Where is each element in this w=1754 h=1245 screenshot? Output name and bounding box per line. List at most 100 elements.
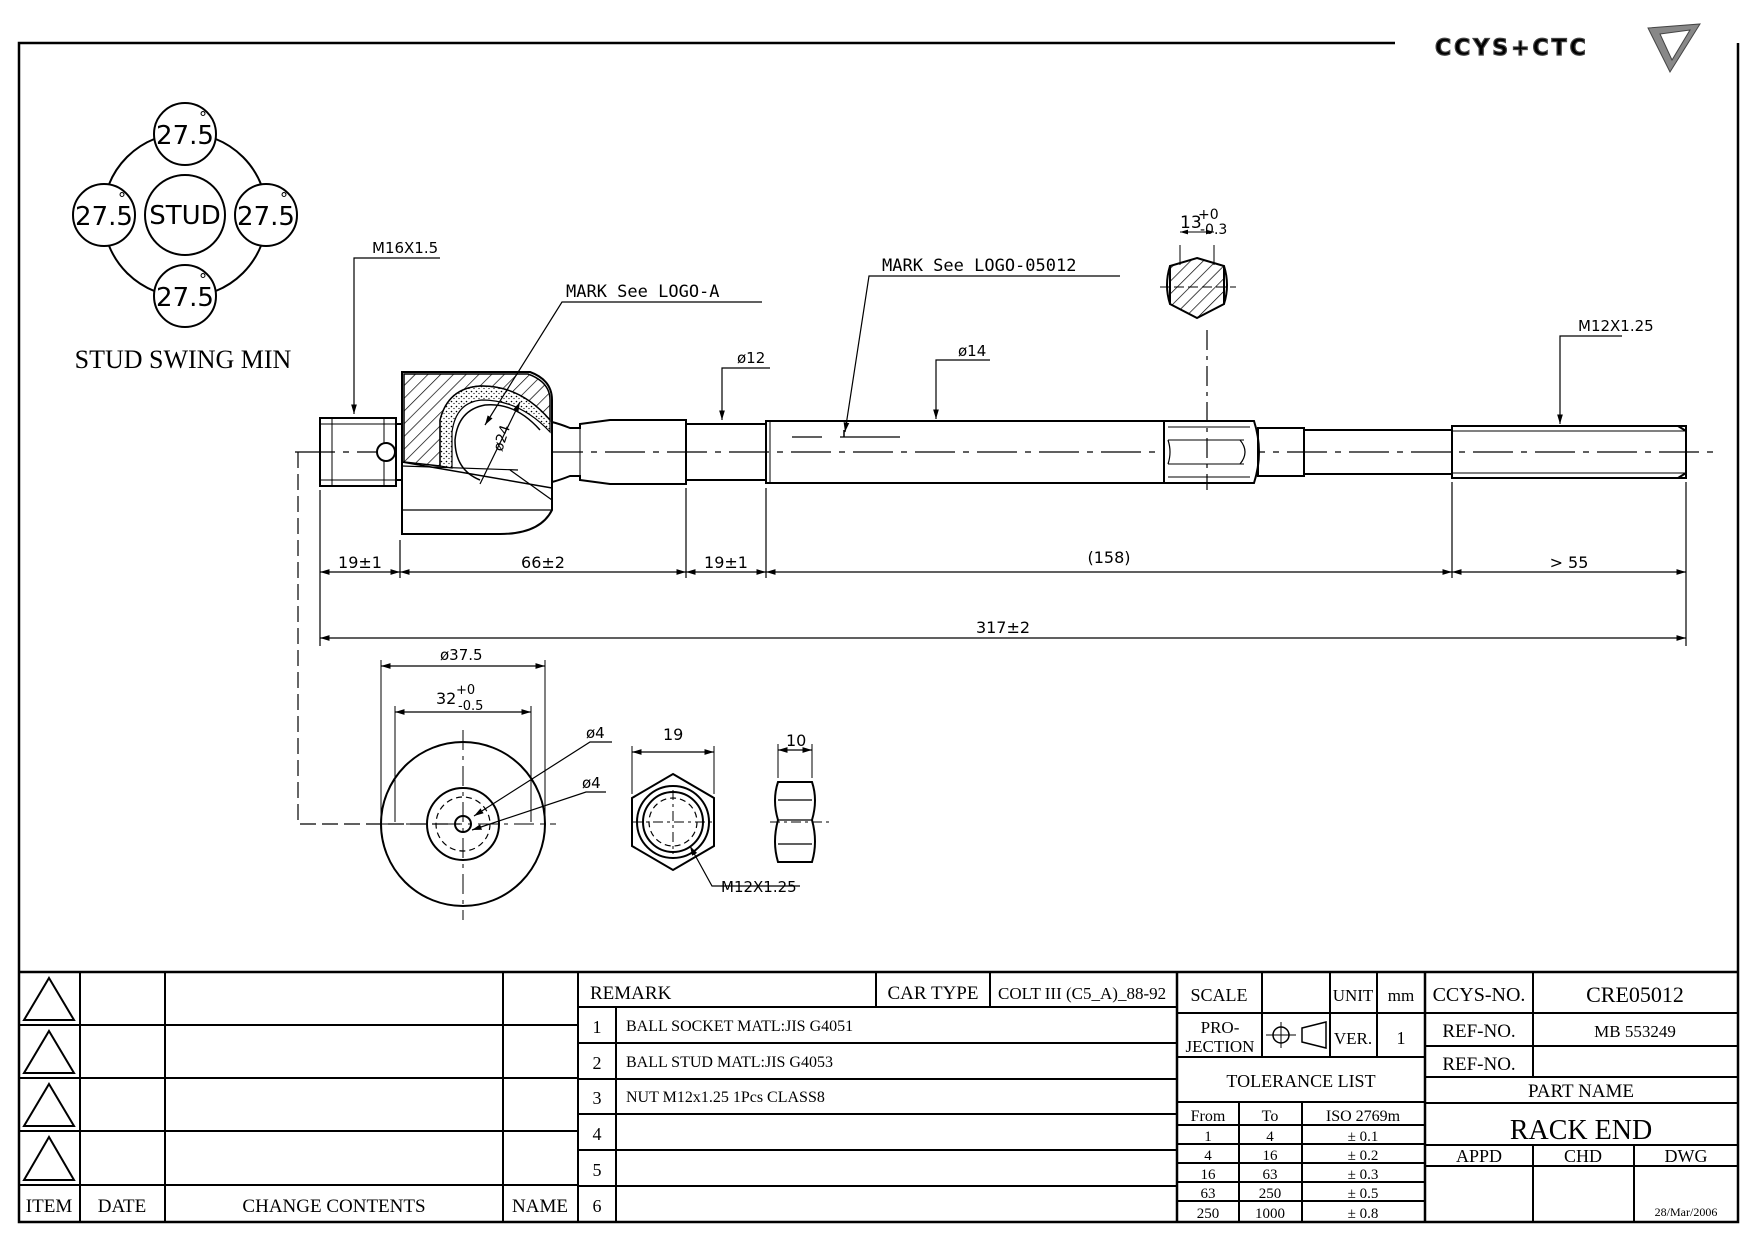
remark-row-text: BALL STUD MATL:JIS G4053 xyxy=(626,1054,833,1071)
ver-label: VER. xyxy=(1334,1029,1372,1048)
nut-side-view xyxy=(770,744,830,863)
ref-no-value: MB 553249 xyxy=(1594,1022,1676,1041)
revision-triangle-icon xyxy=(22,976,76,1021)
chd-label: CHD xyxy=(1564,1146,1602,1166)
rev-header-date: DATE xyxy=(98,1196,147,1217)
dim-19-mid: 19±1 xyxy=(704,553,748,572)
remark-row-no: 5 xyxy=(593,1160,602,1180)
appd-label: APPD xyxy=(1456,1146,1502,1166)
revision-triangle-icon xyxy=(22,1082,76,1127)
hex-size-main: 13 xyxy=(1180,213,1202,233)
projection-symbol-icon xyxy=(1266,1021,1327,1049)
callout-leaders xyxy=(351,257,1622,485)
tol-cell: 250 xyxy=(1197,1206,1220,1222)
tolerance-title: TOLERANCE LIST xyxy=(1226,1071,1375,1091)
tol-header-from: From xyxy=(1191,1108,1226,1125)
swing-angle-right: 27.5 xyxy=(237,202,295,232)
unit-value: mm xyxy=(1388,986,1414,1005)
part-info-block: CCYS-NO. CRE05012 REF-NO. MB 553249 REF-… xyxy=(1433,982,1718,1219)
tol-cell: ± 0.5 xyxy=(1348,1186,1379,1202)
ccys-no-label: CCYS-NO. xyxy=(1433,984,1526,1006)
rack-end-side-view xyxy=(295,371,1720,535)
dia-24-label: ø24 xyxy=(491,423,514,453)
callout-labels: M16X1.5 MARK See LOGO-A MARK See LOGO-05… xyxy=(372,239,1654,453)
revision-triangle-icon xyxy=(22,1135,76,1181)
mark-logo-a-label: MARK See LOGO-A xyxy=(566,282,720,302)
unit-label: UNIT xyxy=(1333,986,1374,1005)
right-thread-end xyxy=(1451,425,1687,479)
dia-14-label: ø14 xyxy=(958,342,986,360)
remark-row-no: 3 xyxy=(593,1088,602,1108)
title-block-grid xyxy=(19,970,1738,1222)
nut-thread-label: M12X1.25 xyxy=(721,878,797,896)
company-logo: CCYS+CTC xyxy=(1434,23,1701,74)
scale-tolerance-block: SCALE UNIT mm PRO- JECTION VER. 1 TOLERA… xyxy=(1186,985,1415,1222)
dim-total: 317±2 xyxy=(976,618,1030,637)
tol-cell: 16 xyxy=(1263,1148,1279,1164)
dim-158: (158) xyxy=(1087,548,1130,567)
degree-mark-top: ° xyxy=(199,108,207,127)
remark-header: REMARK xyxy=(590,983,672,1004)
ccys-no-value: CRE05012 xyxy=(1586,982,1684,1007)
socket-hole-b: ø4 xyxy=(582,774,601,792)
stud-swing-labels: STUD 27.5 27.5 27.5 27.5 ° ° ° ° xyxy=(75,108,295,313)
revision-table: ITEM DATE CHANGE CONTENTS NAME xyxy=(26,1196,568,1217)
nut-front-view xyxy=(631,746,800,887)
tol-cell: ± 0.3 xyxy=(1348,1167,1379,1183)
part-name-value: RACK END xyxy=(1510,1115,1652,1146)
part-name-label: PART NAME xyxy=(1528,1081,1634,1102)
drawing-date: 28/Mar/2006 xyxy=(1655,1205,1718,1219)
nut-thickness-label: 10 xyxy=(786,731,806,750)
revision-triangles xyxy=(22,976,76,1181)
remark-row-text: BALL SOCKET MATL:JIS G4051 xyxy=(626,1018,853,1035)
stud-center-label: STUD xyxy=(149,201,220,231)
dim-66: 66±2 xyxy=(521,553,565,572)
tol-cell: 63 xyxy=(1201,1186,1216,1202)
car-type-label: CAR TYPE xyxy=(888,983,979,1004)
tol-cell: 1 xyxy=(1204,1129,1212,1145)
logo-text: CCYS+CTC xyxy=(1435,36,1589,61)
tol-cell: 16 xyxy=(1201,1167,1217,1183)
socket-end-view xyxy=(297,452,612,920)
thread-right-label: M12X1.25 xyxy=(1578,317,1654,335)
hex-tol-upper: +0 xyxy=(1198,207,1219,223)
tol-cell: 1000 xyxy=(1255,1206,1285,1222)
swing-angle-left: 27.5 xyxy=(75,202,133,232)
dia-12-label: ø12 xyxy=(737,349,765,367)
dim-55: > 55 xyxy=(1550,553,1589,572)
hex-tol-lower: -0.3 xyxy=(1200,222,1227,238)
tol-cell: 63 xyxy=(1263,1167,1278,1183)
tol-cell: 4 xyxy=(1204,1148,1212,1164)
socket-inner-tol-dn: -0.5 xyxy=(458,699,483,714)
rev-header-change: CHANGE CONTENTS xyxy=(242,1196,425,1217)
dimension-lines xyxy=(319,482,1687,646)
sheet-border xyxy=(17,41,1740,1224)
ref-no2-label: REF-NO. xyxy=(1442,1054,1515,1075)
remark-row-text: NUT M12x1.25 1Pcs CLASS8 xyxy=(626,1089,825,1106)
remark-row-no: 1 xyxy=(593,1017,602,1037)
tol-cell: 4 xyxy=(1266,1129,1274,1145)
stud-swing-caption: STUD SWING MIN xyxy=(75,345,292,374)
tol-header-iso: ISO 2769m xyxy=(1326,1108,1401,1125)
tol-cell: ± 0.8 xyxy=(1348,1206,1379,1222)
nut-labels: 19 10 M12X1.25 xyxy=(663,725,806,896)
socket-outer-dia: ø37.5 xyxy=(440,646,483,664)
remark-row-no: 2 xyxy=(593,1053,602,1073)
thread-left-label: M16X1.5 xyxy=(372,239,438,257)
tol-cell: 250 xyxy=(1259,1186,1282,1202)
degree-mark-left: ° xyxy=(118,189,126,208)
hex-size-label: 13 +0 -0.3 xyxy=(1180,207,1227,238)
car-type-value: COLT III (C5_A)_88-92 xyxy=(998,984,1166,1003)
dwg-label: DWG xyxy=(1665,1146,1708,1166)
scale-label: SCALE xyxy=(1190,985,1247,1005)
projection-label-1: PRO- xyxy=(1201,1018,1240,1037)
revision-triangle-icon xyxy=(22,1029,76,1074)
ver-value: 1 xyxy=(1397,1028,1406,1048)
socket-end-labels: ø37.5 32 +0 -0.5 ø4 ø4 xyxy=(436,646,605,792)
remark-row-no: 6 xyxy=(593,1196,602,1216)
dim-19-left: 19±1 xyxy=(338,553,382,572)
remark-row-no: 4 xyxy=(593,1124,602,1144)
socket-inner-dia: 32 xyxy=(436,689,456,708)
